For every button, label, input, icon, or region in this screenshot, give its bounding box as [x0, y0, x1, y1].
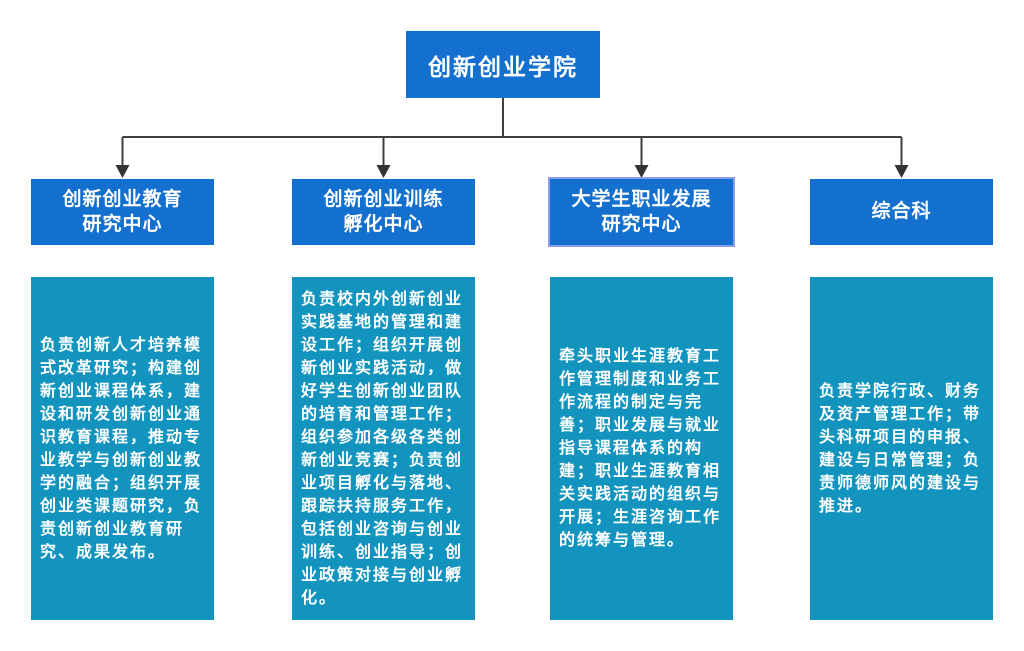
dept-detail-education-research[interactable]: 负责创新人才培养模式改革研究；构建创新创业课程体系，建设和研发创新创业通识教育课…: [31, 277, 214, 620]
dept-node-label: 创新创业训练 孵化中心: [323, 188, 444, 235]
dept-detail-text: 负责校内外创新创业实践基地的管理和建设工作；组织开展创新创业实践活动，做好学生创…: [301, 290, 464, 607]
dept-detail-text: 负责创新人才培养模式改革研究；构建创新创业课程体系，建设和研发创新创业通识教育课…: [40, 336, 203, 561]
arrow-down-icon: [115, 165, 130, 178]
arrow-down-icon: [634, 165, 649, 178]
dept-node-education-research[interactable]: 创新创业教育 研究中心: [31, 179, 214, 245]
dept-node-label: 创新创业教育 研究中心: [62, 188, 183, 235]
arrow-down-icon: [376, 165, 391, 178]
root-node[interactable]: 创新创业学院: [406, 31, 600, 98]
dept-detail-training-incubation[interactable]: 负责校内外创新创业实践基地的管理和建设工作；组织开展创新创业实践活动，做好学生创…: [292, 277, 475, 620]
dept-node-career-development[interactable]: 大学生职业发展 研究中心: [548, 177, 735, 247]
dept-detail-text: 牵头职业生涯教育工作管理制度和业务工作流程的制定与完善；职业发展与就业指导课程体…: [559, 348, 722, 549]
dept-node-training-incubation[interactable]: 创新创业训练 孵化中心: [292, 179, 475, 245]
arrow-down-icon: [894, 165, 909, 178]
dept-detail-career-development[interactable]: 牵头职业生涯教育工作管理制度和业务工作流程的制定与完善；职业发展与就业指导课程体…: [550, 277, 733, 620]
connector-paths: [121, 98, 903, 167]
root-node-label: 创新创业学院: [428, 53, 578, 80]
dept-detail-text: 负责学院行政、财务及资产管理工作；带头科研项目的申报、建设与日常管理；负责师德师…: [819, 382, 982, 515]
dept-detail-general-office[interactable]: 负责学院行政、财务及资产管理工作；带头科研项目的申报、建设与日常管理；负责师德师…: [810, 277, 993, 620]
dept-node-general-office[interactable]: 综合科: [810, 179, 993, 245]
dept-node-label: 综合科: [871, 201, 932, 223]
dept-node-label: 大学生职业发展 研究中心: [571, 188, 712, 235]
arrowheads: [115, 165, 909, 178]
